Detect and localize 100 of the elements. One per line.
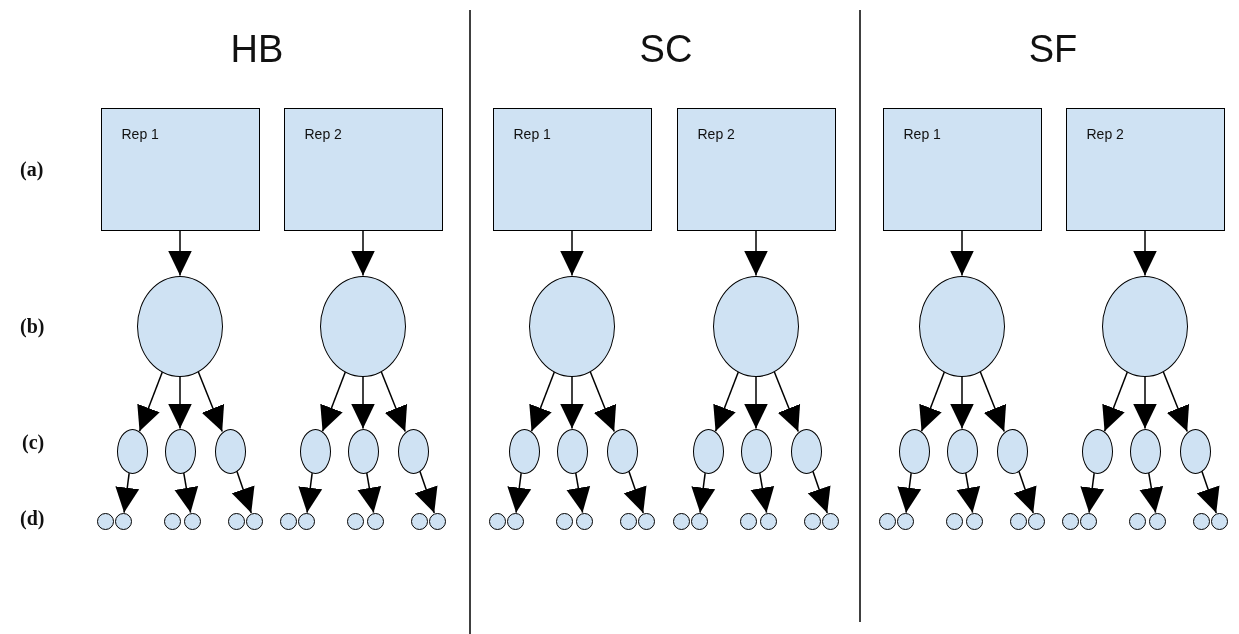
arrow: [1139, 472, 1164, 514]
row-label: (b): [20, 315, 45, 338]
circle-node: [637, 512, 655, 530]
circle-node: [1148, 512, 1166, 530]
arrow: [231, 470, 255, 514]
circle-node: [1027, 512, 1045, 530]
arrow: [956, 472, 981, 514]
circle-node: [759, 512, 777, 530]
arrow: [560, 375, 584, 430]
circle-node: [347, 428, 379, 474]
circle-node: [690, 512, 708, 530]
arrow: [773, 370, 801, 433]
circle-node: [428, 512, 446, 530]
arrow: [507, 472, 532, 514]
arrow: [950, 230, 974, 277]
circle-node: [965, 512, 983, 530]
box-label: Rep 1: [903, 126, 941, 142]
circle-node: [878, 512, 896, 530]
circle-node: [116, 428, 148, 474]
arrow: [168, 230, 192, 277]
box-label: Rep 1: [513, 126, 551, 142]
arrow: [320, 371, 347, 433]
arrow: [566, 472, 591, 514]
arrow: [380, 370, 408, 433]
box-label: Rep 2: [1086, 126, 1124, 142]
circle-node: [945, 512, 963, 530]
circle-node: [114, 512, 132, 530]
circle-node: [1210, 512, 1228, 530]
circle-node: [299, 428, 331, 474]
arrow: [174, 472, 199, 514]
circle-node: [279, 512, 297, 530]
arrow: [1080, 472, 1105, 514]
arrow: [950, 375, 974, 430]
circle-node: [555, 512, 573, 530]
circle-node: [506, 512, 524, 530]
circle-node: [672, 512, 690, 530]
arrow: [560, 230, 584, 277]
circle-node: [488, 512, 506, 530]
arrow: [1133, 230, 1157, 277]
circle-node: [163, 512, 181, 530]
arrow: [623, 470, 647, 514]
arrow: [979, 370, 1007, 433]
arrow: [1133, 375, 1157, 430]
circle-node: [1192, 512, 1210, 530]
circle-node: [183, 512, 201, 530]
replicate-box: [882, 108, 1042, 231]
circle-node: [739, 512, 757, 530]
circle-node: [214, 428, 246, 474]
arrow: [168, 375, 192, 430]
circle-node: [692, 428, 724, 474]
group-title: SF: [1028, 28, 1078, 71]
circle-node: [1128, 512, 1146, 530]
replicate-box: [492, 108, 652, 231]
arrow: [529, 371, 556, 433]
arrow: [357, 472, 382, 514]
circle-node: [1129, 428, 1161, 474]
circle-node: [996, 428, 1028, 474]
circle-node: [1179, 428, 1211, 474]
circle-node: [164, 428, 196, 474]
row-label: (a): [20, 158, 44, 181]
circle-node: [740, 428, 772, 474]
arrow: [691, 472, 716, 514]
box-label: Rep 2: [304, 126, 342, 142]
circle-node: [896, 512, 914, 530]
circle-node: [556, 428, 588, 474]
replicate-box: [283, 108, 443, 231]
circle-node: [946, 428, 978, 474]
arrow: [807, 470, 831, 514]
arrow: [298, 472, 323, 514]
arrow: [1196, 470, 1220, 514]
arrow: [414, 470, 438, 514]
arrow: [137, 371, 164, 433]
arrow: [897, 472, 922, 514]
group-title: HB: [230, 28, 284, 71]
circle-node: [245, 512, 263, 530]
arrow: [713, 371, 740, 433]
circle-node: [1081, 428, 1113, 474]
replicate-box: [1065, 108, 1225, 231]
circle-node: [366, 512, 384, 530]
circle-node: [1009, 512, 1027, 530]
arrow: [589, 370, 617, 433]
arrow: [351, 230, 375, 277]
arrow: [919, 371, 946, 433]
arrow: [1102, 371, 1129, 433]
circle-node: [410, 512, 428, 530]
arrow: [197, 370, 225, 433]
circle-node: [297, 512, 315, 530]
arrow: [115, 472, 140, 514]
row-label: (c): [22, 431, 45, 454]
arrow: [1013, 470, 1037, 514]
replicate-box: [676, 108, 836, 231]
circle-node: [96, 512, 114, 530]
replicate-box: [100, 108, 260, 231]
circle-node: [346, 512, 364, 530]
group-title: SC: [639, 28, 693, 71]
circle-node: [821, 512, 839, 530]
arrow: [744, 375, 768, 430]
circle-node: [606, 428, 638, 474]
arrow: [1162, 370, 1190, 433]
circle-node: [575, 512, 593, 530]
